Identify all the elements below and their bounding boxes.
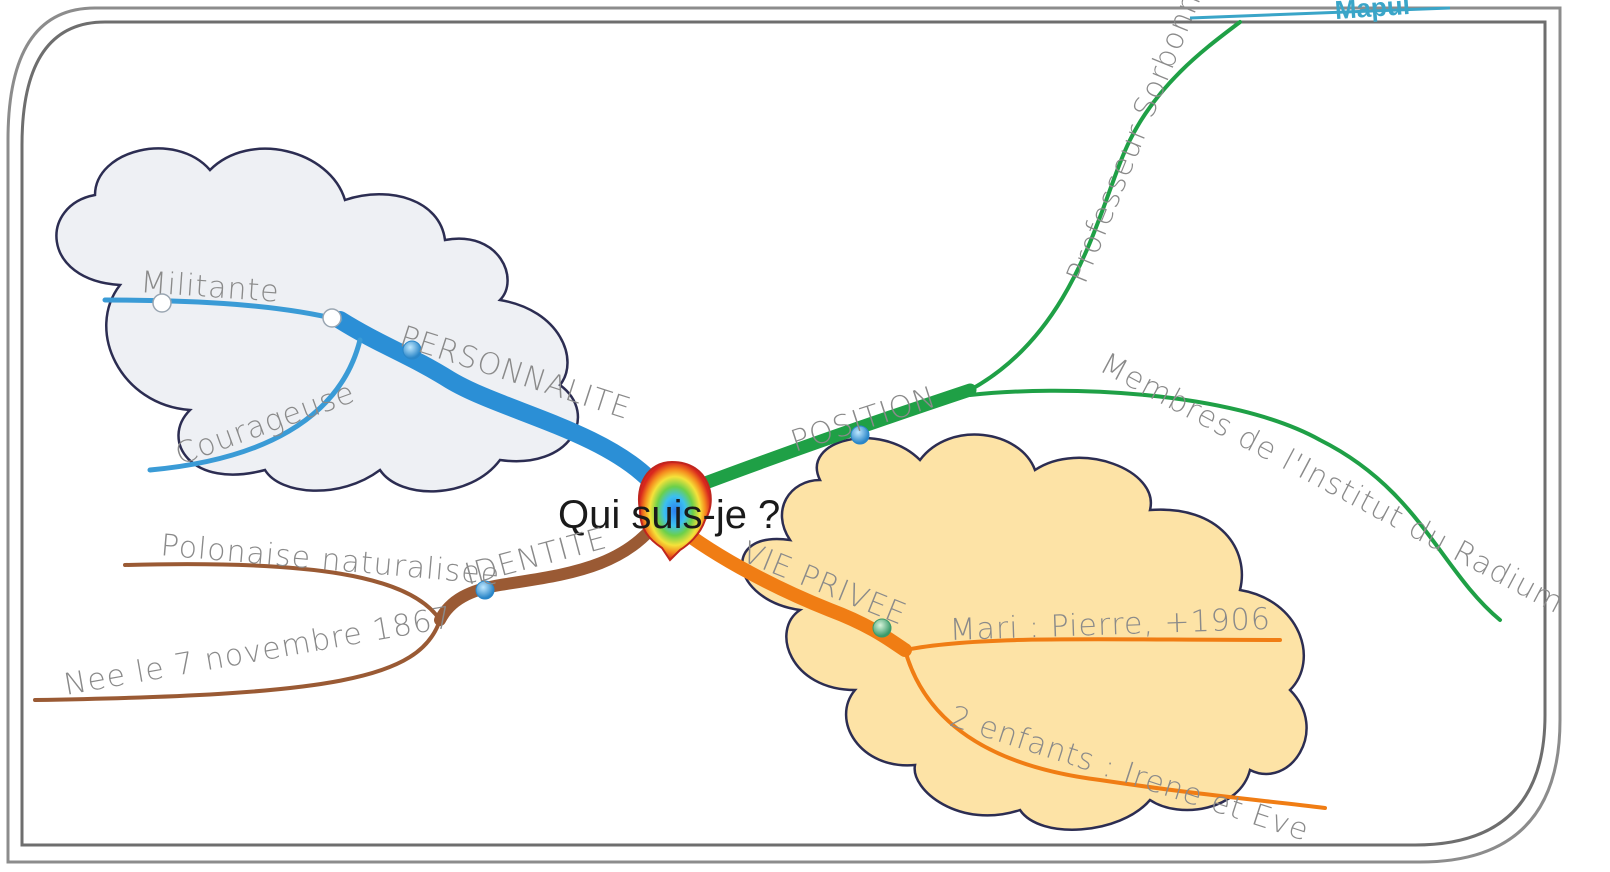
cloud-personnalite: [55, 147, 580, 493]
node-knob-position[interactable]: [850, 425, 870, 445]
label-nee: Nee le 7 novembre 1867: [61, 600, 455, 703]
frame-inner: [20, 20, 1547, 847]
branch-position-main: [693, 383, 977, 492]
branch-identite-main: [434, 504, 671, 626]
node-knob-militante[interactable]: [152, 293, 172, 313]
branch-personnalite-main: [331, 311, 659, 489]
label-professeur: Professeur Sorbonne: [1060, 0, 1216, 288]
branch-vie-privee-main: [668, 518, 912, 657]
frame-outer: [6, 6, 1562, 864]
brand-underline: [1189, 6, 1451, 20]
branch-professeur: [968, 20, 1242, 392]
branch-membres: [968, 388, 1502, 622]
branch-enfants: [903, 648, 1327, 810]
node-knob-identite[interactable]: [475, 580, 495, 600]
central-node[interactable]: [637, 460, 712, 562]
node-knob-personnalite[interactable]: [402, 340, 422, 360]
node-knob-vie-privee[interactable]: [872, 618, 892, 638]
central-node-label: Qui suis-je ?: [558, 493, 780, 537]
branch-mari: [903, 637, 1282, 652]
cloud-vie-privee: [740, 433, 1308, 831]
branch-polonaise: [123, 562, 442, 622]
branch-militante: [102, 297, 343, 323]
label-polonaise: Polonaise naturalisee: [159, 528, 501, 593]
branch-courageuse: [147, 337, 363, 473]
central-node-shape: [637, 460, 712, 562]
branch-nee: [33, 618, 442, 702]
node-knob-branch-split[interactable]: [322, 308, 342, 328]
